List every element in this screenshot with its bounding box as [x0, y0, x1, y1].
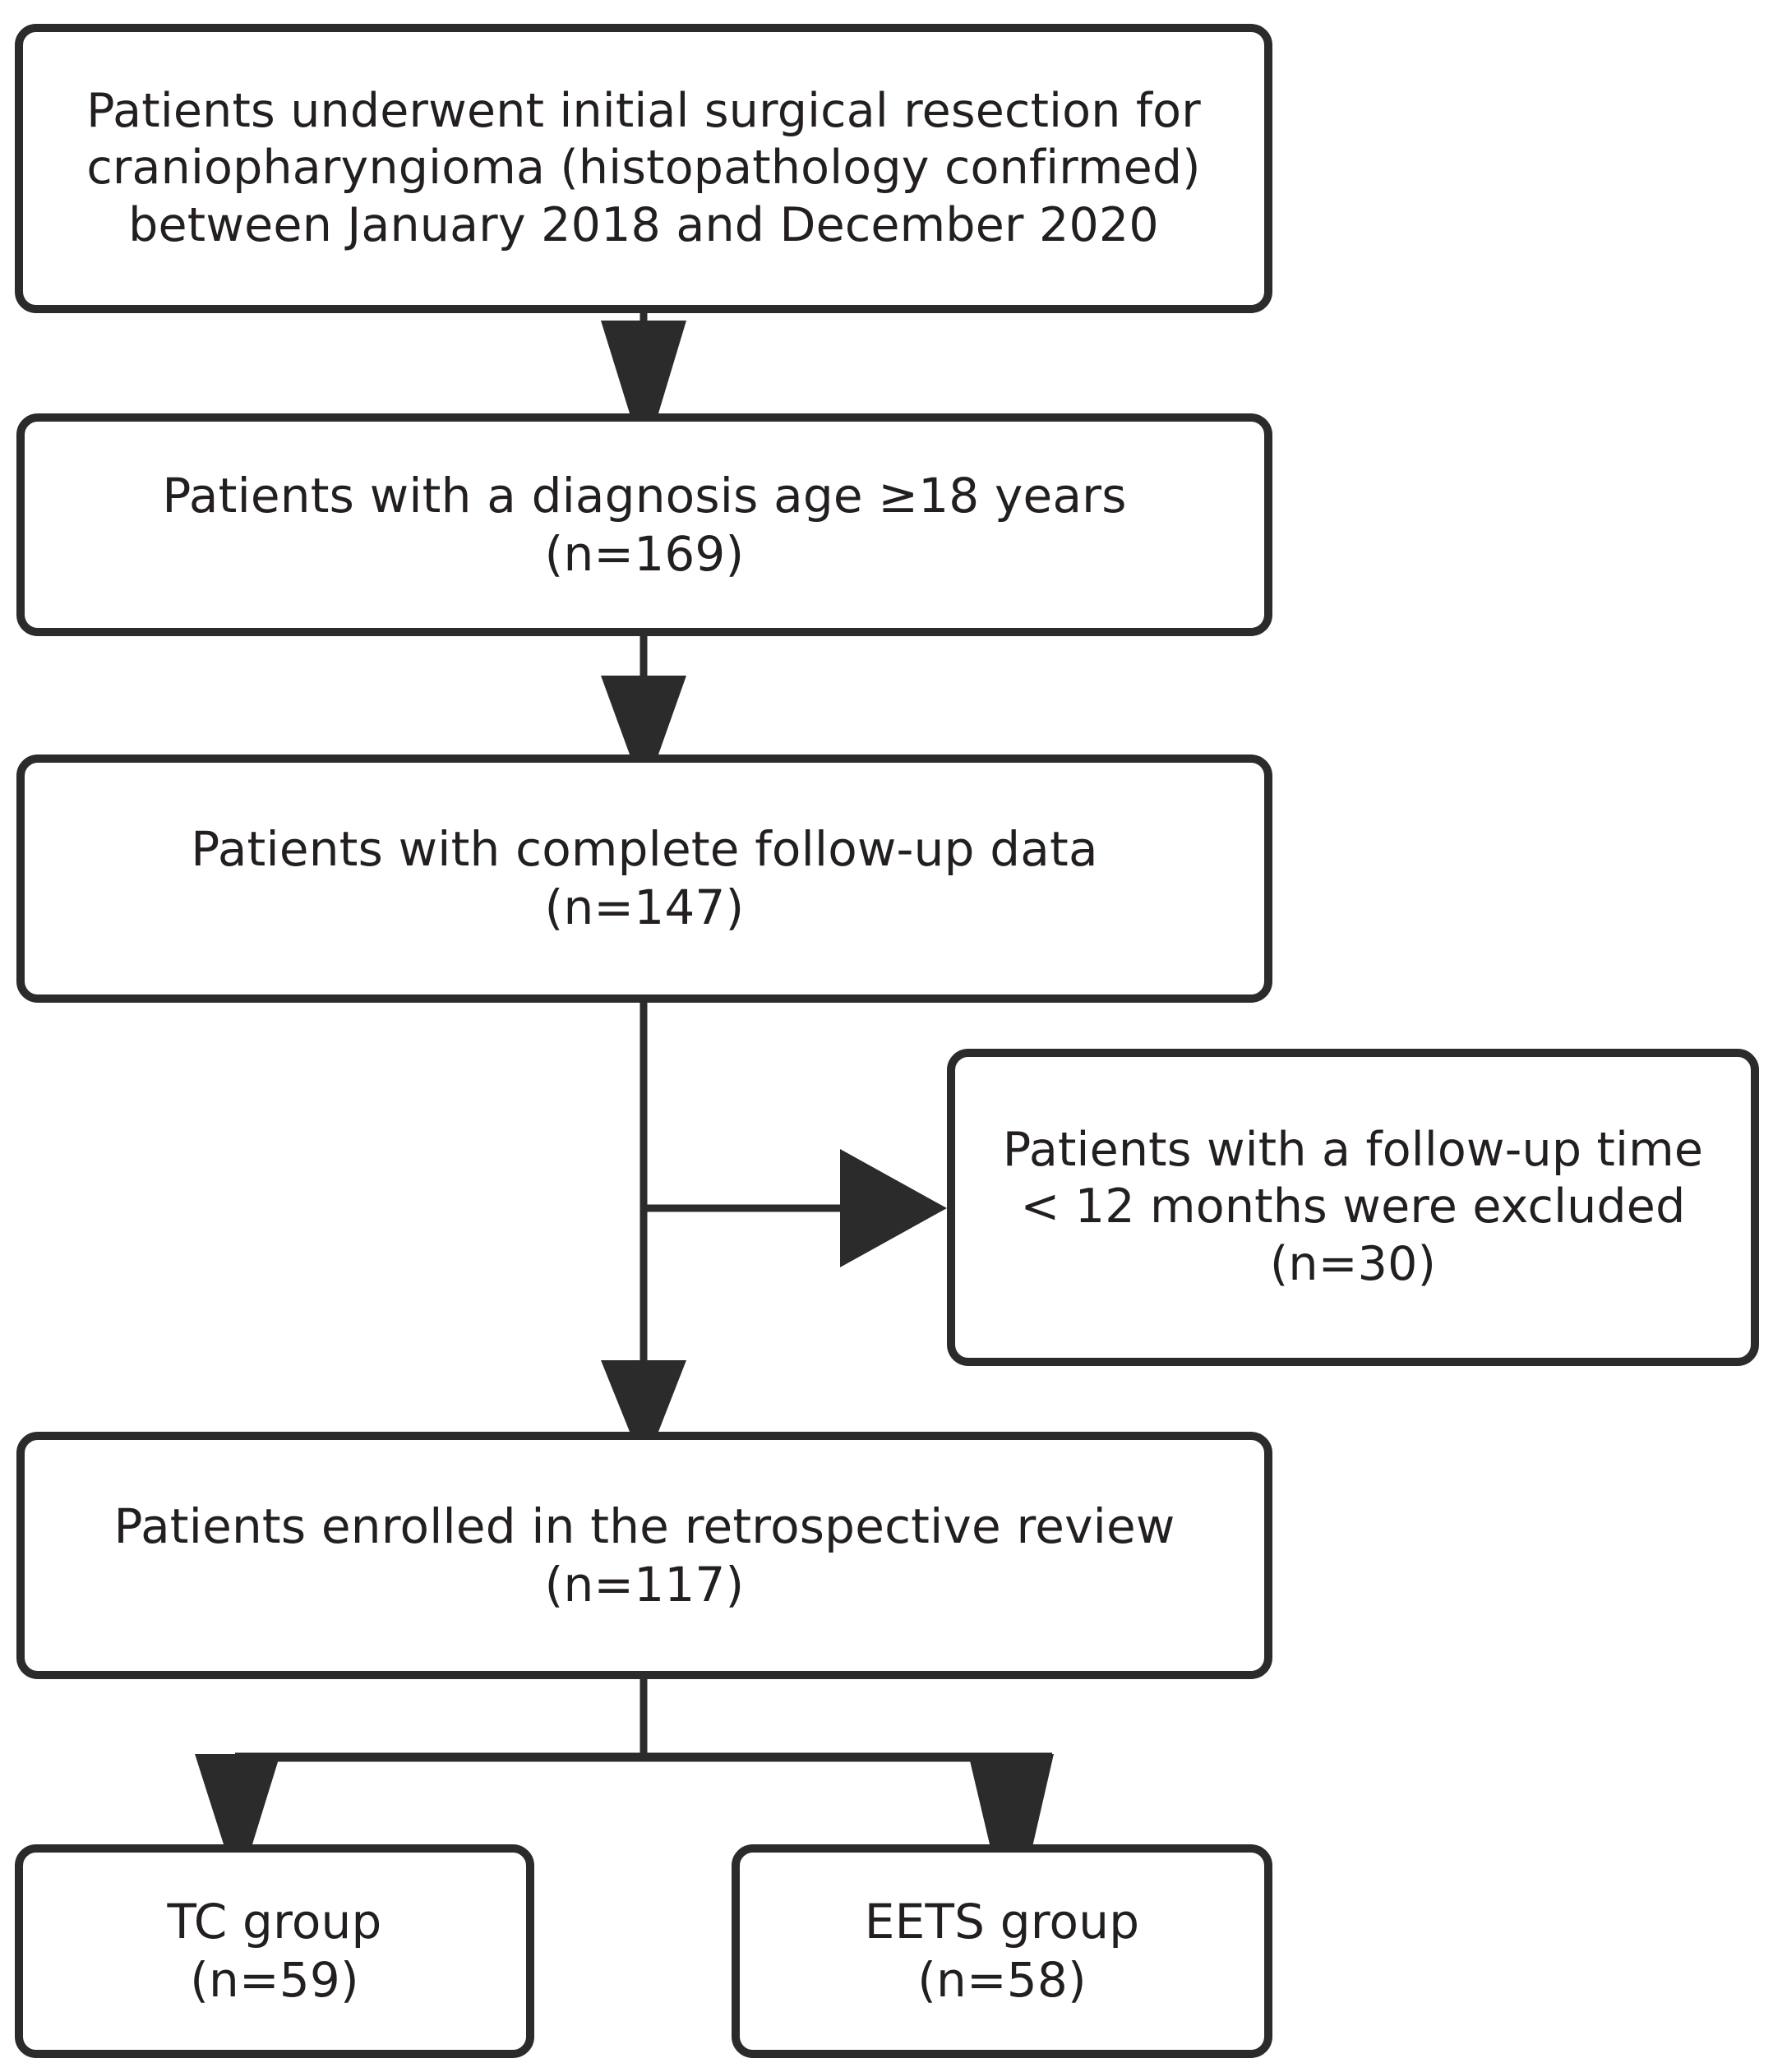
- node-enrolled-cohort: Patients enrolled in the retrospective r…: [16, 1432, 1272, 1679]
- node-age-label: Patients with a diagnosis age ≥18 years …: [162, 467, 1127, 582]
- edge-screened-to-age: [601, 313, 686, 413]
- edge-enrolled-split: [235, 1679, 1052, 1762]
- edge-enrolled-to-tc: [195, 1754, 280, 1844]
- node-eets-group: EETS group (n=58): [732, 1844, 1272, 2058]
- node-screened-patients: Patients underwent initial surgical rese…: [15, 24, 1272, 313]
- edge-age-to-followup: [601, 635, 686, 755]
- node-complete-followup: Patients with complete follow-up data (n…: [16, 755, 1272, 1003]
- node-excluded-short-followup: Patients with a follow-up time < 12 mont…: [947, 1049, 1759, 1366]
- node-screened-label: Patients underwent initial surgical rese…: [86, 83, 1201, 252]
- node-excluded-label: Patients with a follow-up time < 12 mont…: [1002, 1122, 1704, 1291]
- node-tc-label: TC group (n=59): [167, 1894, 382, 2008]
- node-age-eligible: Patients with a diagnosis age ≥18 years …: [16, 413, 1272, 636]
- node-tc-group: TC group (n=59): [15, 1844, 534, 2058]
- edge-followup-to-excluded: [644, 1149, 947, 1267]
- edge-followup-to-enrolled: [601, 1003, 686, 1432]
- node-enrolled-label: Patients enrolled in the retrospective r…: [113, 1497, 1175, 1613]
- node-followup-label: Patients with complete follow-up data (n…: [191, 821, 1098, 935]
- node-eets-label: EETS group (n=58): [864, 1894, 1140, 2008]
